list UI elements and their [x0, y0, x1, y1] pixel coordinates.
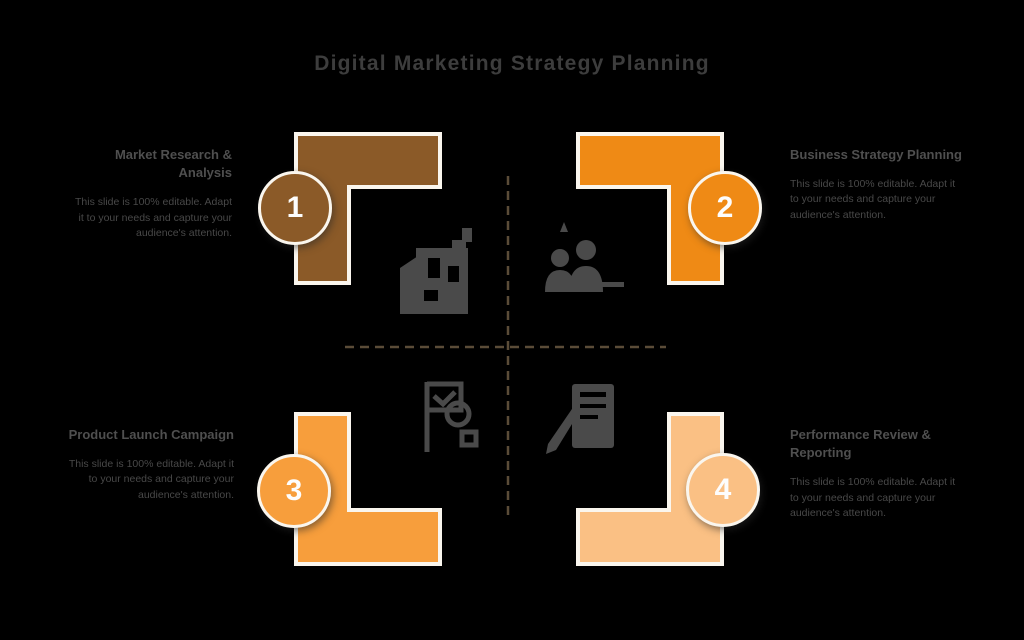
step-3-description: This slide is 100% editable. Adapt it to…	[68, 458, 234, 501]
step-2-number: 2	[716, 191, 734, 224]
factory-icon	[400, 228, 472, 314]
quadrant-3-shape	[294, 412, 442, 566]
step-1-badge[interactable]: 1	[258, 171, 332, 245]
quadrant-4-shape	[576, 412, 724, 566]
step-4-description: This slide is 100% editable. Adapt it to…	[790, 476, 956, 519]
presentation-icon	[424, 381, 479, 452]
step-4-heading: Performance Review & Reporting	[790, 427, 931, 461]
step-1-number: 1	[286, 191, 304, 224]
team-icon	[545, 222, 624, 292]
step-2-text-block: Business Strategy Planning This slide is…	[790, 146, 962, 223]
step-1-text-block: Market Research & Analysis This slide is…	[70, 146, 232, 241]
page-title: Digital Marketing Strategy Planning	[314, 52, 710, 75]
step-2-description: This slide is 100% editable. Adapt it to…	[790, 178, 956, 221]
step-2-badge[interactable]: 2	[688, 171, 762, 245]
step-3-heading: Product Launch Campaign	[68, 427, 234, 442]
step-1-description: This slide is 100% editable. Adapt it to…	[74, 196, 232, 239]
step-4-badge[interactable]: 4	[686, 453, 760, 527]
quadrant-1-shape	[294, 132, 442, 285]
step-3-text-block: Product Launch Campaign This slide is 10…	[66, 426, 234, 503]
step-4-number: 4	[714, 473, 732, 506]
step-1-heading: Market Research & Analysis	[114, 147, 232, 181]
step-3-number: 3	[285, 474, 303, 507]
step-2-heading: Business Strategy Planning	[790, 147, 962, 162]
quadrant-2-shape	[576, 132, 724, 285]
step-4-text-block: Performance Review & Reporting This slid…	[790, 426, 962, 521]
step-3-badge[interactable]: 3	[257, 454, 331, 528]
contract-icon	[546, 384, 614, 454]
